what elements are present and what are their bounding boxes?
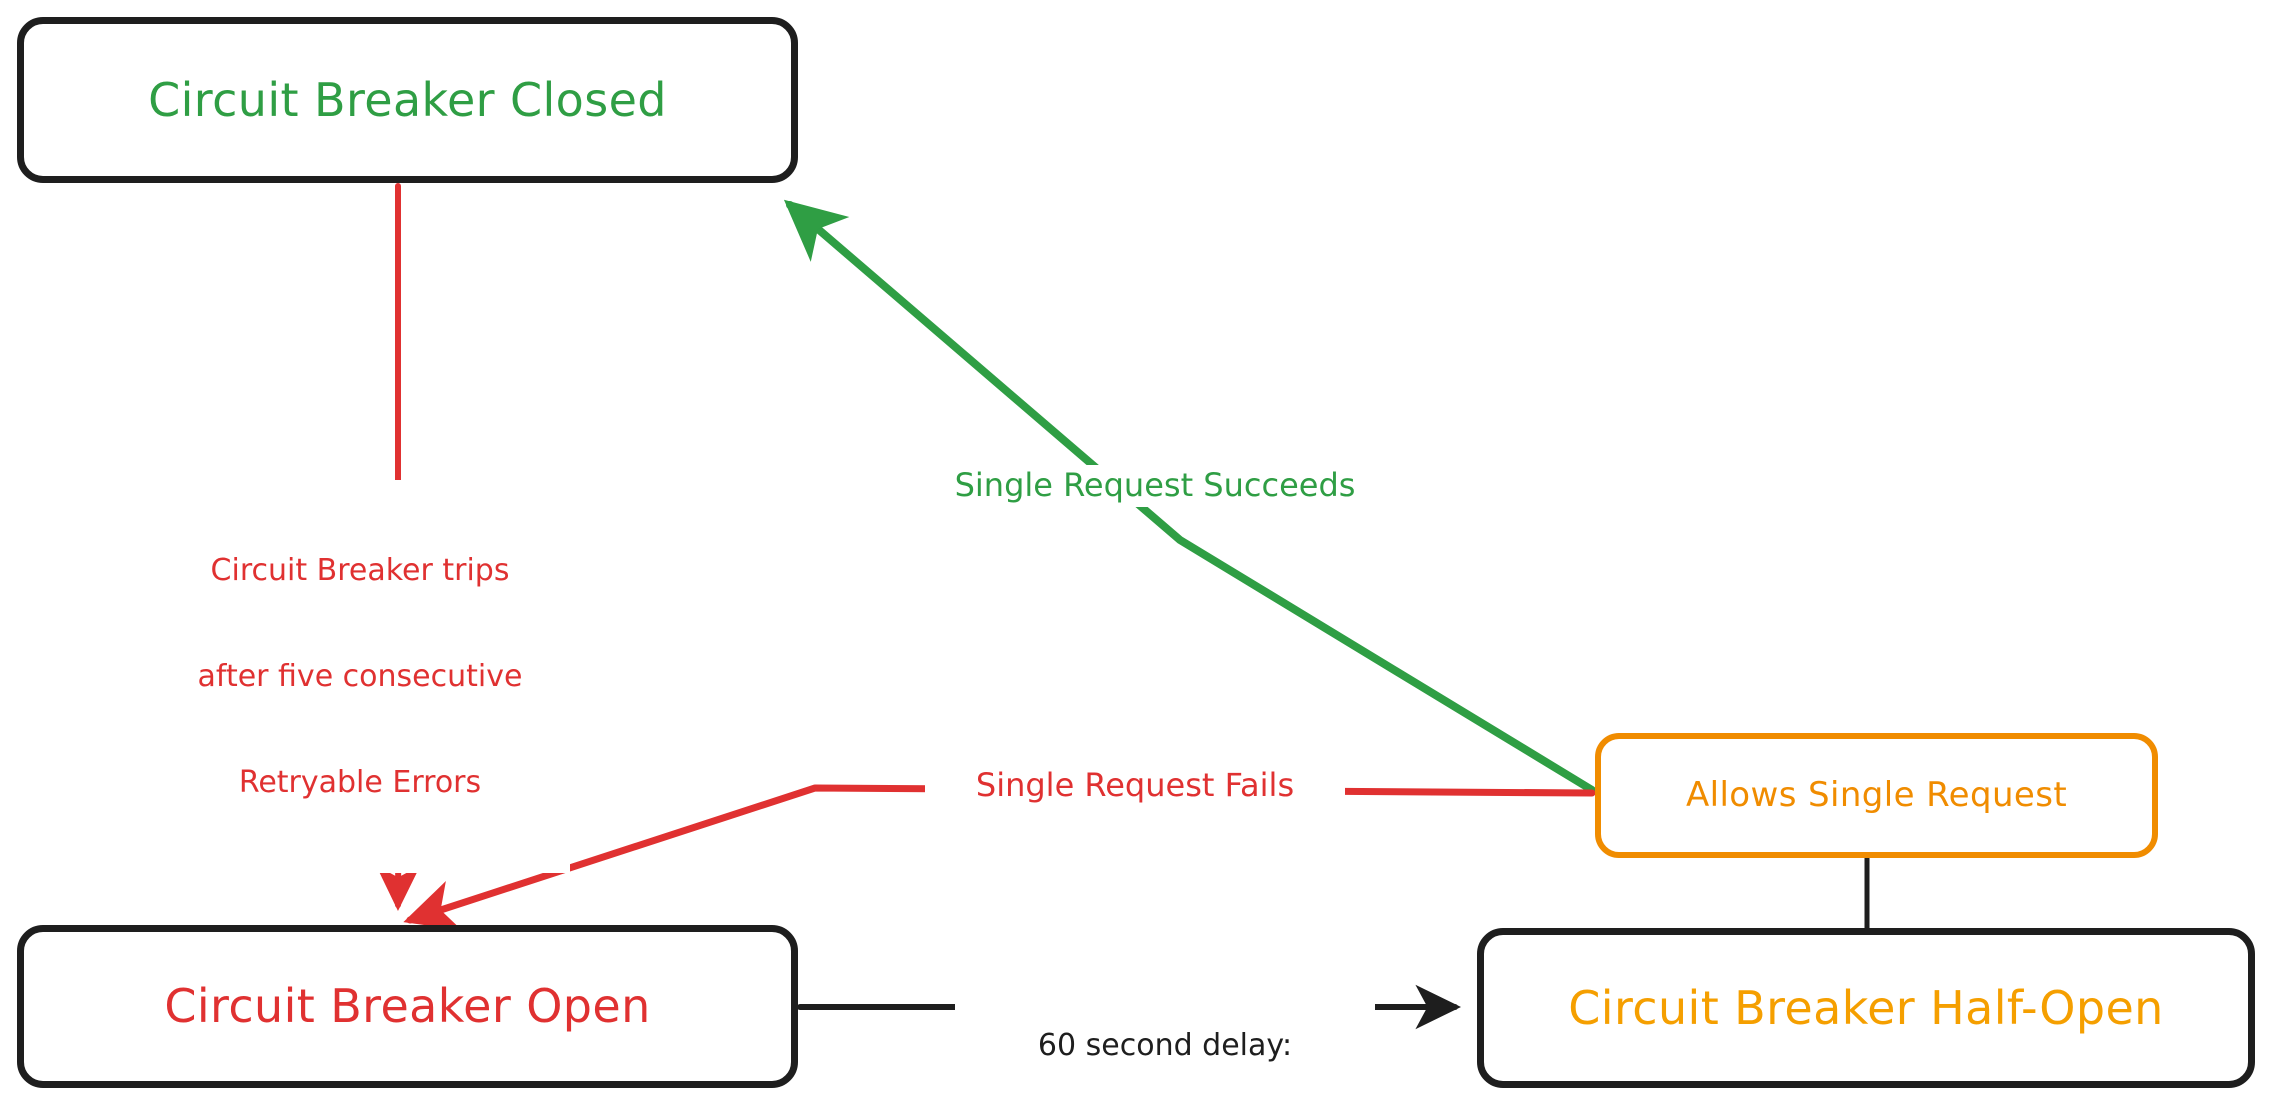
node-circuit-breaker-half-open[interactable]: Circuit Breaker Half-Open <box>1477 928 2255 1088</box>
edge-label-single-request-succeeds: Single Request Succeeds <box>905 465 1405 507</box>
node-circuit-breaker-closed[interactable]: Circuit Breaker Closed <box>17 17 798 183</box>
node-allows-single-request[interactable]: Allows Single Request <box>1595 733 2158 858</box>
edge-allows-to-open <box>403 784 1596 931</box>
edge-label-delay-line-1: 60 second delay: <box>1037 1027 1293 1063</box>
node-circuit-breaker-half-open-label: Circuit Breaker Half-Open <box>1568 980 2164 1035</box>
edge-label-trips-line-1: Circuit Breaker trips <box>210 552 510 588</box>
edge-label-single-request-fails: Single Request Fails <box>925 765 1345 807</box>
node-circuit-breaker-open[interactable]: Circuit Breaker Open <box>17 925 798 1088</box>
edge-label-trips-line-3: Retryable Errors <box>238 765 482 801</box>
node-circuit-breaker-open-label: Circuit Breaker Open <box>164 979 651 1034</box>
edge-label-circuit-breaker-trips: Circuit Breaker trips after five consecu… <box>150 480 570 874</box>
edge-label-sixty-second-delay: 60 second delay: No requests allowed <box>955 955 1375 1107</box>
node-allows-single-request-label: Allows Single Request <box>1685 774 2068 815</box>
edge-label-trips-line-2: after five consecutive <box>197 658 523 694</box>
node-circuit-breaker-closed-label: Circuit Breaker Closed <box>148 72 667 127</box>
